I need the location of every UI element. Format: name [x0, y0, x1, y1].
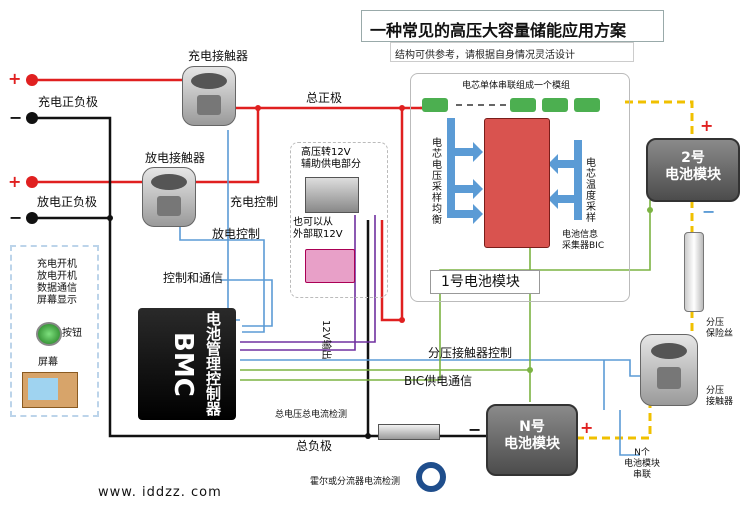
- moduleN-line2: 电池模块: [504, 436, 560, 452]
- aux-power-panel: 高压转12V 辅助供电部分 也可以从 外部取12V: [290, 142, 388, 298]
- sampling-arrows: [447, 118, 582, 224]
- module2-minus: −: [702, 202, 716, 221]
- discharge-contactor-icon: [142, 167, 196, 227]
- fuse-icon: [684, 232, 704, 312]
- bic-label: 电池信息 采集器BIC: [562, 230, 605, 251]
- moduleN-line1: N号: [519, 419, 545, 435]
- charge-contactor-label: 充电接触器: [188, 49, 249, 63]
- side-panel: [10, 245, 99, 417]
- title-box: 一种常见的高压大容量储能应用方案: [361, 10, 664, 42]
- cells-series-label: 电芯单体串联组成一个模组: [462, 81, 571, 91]
- total-negative-label: 总负极: [296, 439, 333, 453]
- cell-voltage-sampling-label: 电芯电压采样均衡: [432, 138, 442, 226]
- module2-plus: +: [700, 116, 714, 135]
- charge-control-label: 充电控制: [230, 195, 279, 209]
- bic-power-comm-label: BIC供电通信: [404, 374, 473, 388]
- minus-sign-1: −: [9, 108, 23, 127]
- battery-12v-icon: [305, 249, 355, 283]
- hv-to-12v-label: 高压转12V 辅助供电部分: [301, 147, 361, 170]
- out-12v-label: 12V输出: [320, 320, 331, 360]
- comm-junctions: [527, 207, 653, 373]
- moduleN-plus: +: [580, 418, 594, 437]
- plus-sign-1: +: [8, 69, 22, 88]
- discharge-minus-terminal: [26, 212, 38, 224]
- plus-sign-2: +: [8, 172, 22, 191]
- divider-contactor-control-label: 分压接触器控制: [428, 346, 513, 360]
- moduleN-minus: −: [468, 420, 482, 439]
- bmc-sub-label: 电池管理控制器: [206, 310, 222, 418]
- divider-contactor-label: 分压 接触器: [706, 386, 734, 407]
- shunt-icon: [378, 424, 440, 440]
- side-panel-item-0: 充电开机: [37, 259, 77, 270]
- charge-minus-terminal: [26, 112, 38, 124]
- divider-fuse-label: 分压 保险丝: [706, 318, 734, 339]
- discharge-pole-label: 放电正负极: [37, 195, 98, 209]
- hall-shunt-label: 霍尔或分流器电流检测: [310, 477, 401, 487]
- module2-box: 2号 电池模块: [646, 138, 740, 202]
- page-subtitle: 结构可供参考，请根据自身情况灵活设计: [395, 50, 575, 61]
- negative-wires: [32, 116, 488, 438]
- series-wires: [576, 100, 694, 440]
- module1-panel: [410, 73, 630, 302]
- bic-board-icon: [484, 118, 550, 248]
- control-comm-label: 控制和通信: [163, 271, 224, 285]
- negative-junctions: [107, 215, 371, 439]
- push-button-icon[interactable]: [36, 322, 62, 346]
- watermark: www. iddzz. com: [98, 485, 222, 500]
- total-v-i-detect-label: 总电压总电流检测: [275, 410, 348, 420]
- screen-label: 屏幕: [38, 357, 58, 368]
- side-panel-item-2: 数据通信: [37, 283, 77, 294]
- page-title: 一种常见的高压大容量储能应用方案: [370, 21, 627, 40]
- positive-junctions: [255, 105, 405, 323]
- hall-sensor-icon: [416, 462, 446, 492]
- button-label: 按钮: [62, 328, 82, 339]
- alt-12v-label: 也可以从 外部取12V: [293, 217, 343, 240]
- subtitle-box: 结构可供参考，请根据自身情况灵活设计: [390, 42, 634, 62]
- power-supply-icon: [305, 177, 359, 213]
- n-modules-series-label: N个 电池模块 串联: [624, 448, 661, 480]
- moduleN-box: N号 电池模块: [486, 404, 578, 476]
- side-panel-item-3: 屏幕显示: [37, 295, 77, 306]
- screen-icon: [22, 372, 78, 408]
- charge-contactor-icon: [182, 66, 236, 126]
- charge-plus-terminal: [26, 74, 38, 86]
- discharge-plus-terminal: [26, 176, 38, 188]
- bmc-unit: BMC 电池管理控制器: [138, 308, 236, 420]
- cell-temp-sampling-label: 电芯温度采样: [586, 158, 596, 224]
- discharge-control-label: 放电控制: [212, 227, 261, 241]
- cell-string: [422, 98, 622, 112]
- divider-contactor-icon: [640, 334, 698, 406]
- charge-pole-label: 充电正负极: [38, 95, 99, 109]
- module2-line1: 2号: [681, 150, 705, 166]
- minus-sign-2: −: [9, 208, 23, 227]
- module1-name-box: 1号电池模块: [430, 270, 540, 294]
- module2-line2: 电池模块: [665, 167, 721, 183]
- total-positive-label: 总正极: [306, 91, 343, 105]
- bmc-main-label: BMC: [168, 332, 198, 397]
- module1-name: 1号电池模块: [441, 274, 520, 290]
- power12-wires: [240, 215, 376, 351]
- discharge-contactor-label: 放电接触器: [145, 151, 206, 165]
- side-panel-item-1: 放电开机: [37, 271, 77, 282]
